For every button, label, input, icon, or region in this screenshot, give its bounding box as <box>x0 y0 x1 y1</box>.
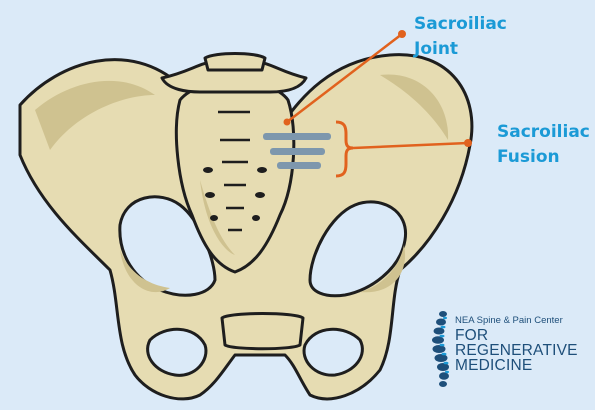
fusion-pointer-line <box>352 141 469 150</box>
logo-line-1: FOR <box>455 327 489 344</box>
obturator-foramen-right <box>308 200 407 298</box>
logo-subtitle: NEA Spine & Pain Center <box>455 315 563 326</box>
joint-pointer-line <box>286 33 403 123</box>
spine-logo-icon <box>432 311 449 387</box>
pubic-symphysis <box>220 312 305 351</box>
vertebra <box>160 60 308 94</box>
implant-bar <box>270 148 325 155</box>
implant-bar <box>277 162 321 169</box>
logo-line-3: MEDICINE <box>455 357 533 374</box>
pubic-opening-left <box>146 327 208 377</box>
pubic-opening-right <box>302 327 364 377</box>
sacroiliac-joint-label: Sacroiliac Joint <box>414 14 507 59</box>
logo-line-2: REGENERATIVE <box>455 342 578 359</box>
fusion-implants <box>263 133 331 169</box>
sacroiliac-fusion-label: Sacroiliac Fusion <box>497 122 590 167</box>
implant-bar <box>263 133 331 140</box>
logo-wordmark: NEA Spine & Pain Center FOR REGENERATIVE… <box>455 315 578 373</box>
joint-pointer-dot <box>283 118 291 126</box>
